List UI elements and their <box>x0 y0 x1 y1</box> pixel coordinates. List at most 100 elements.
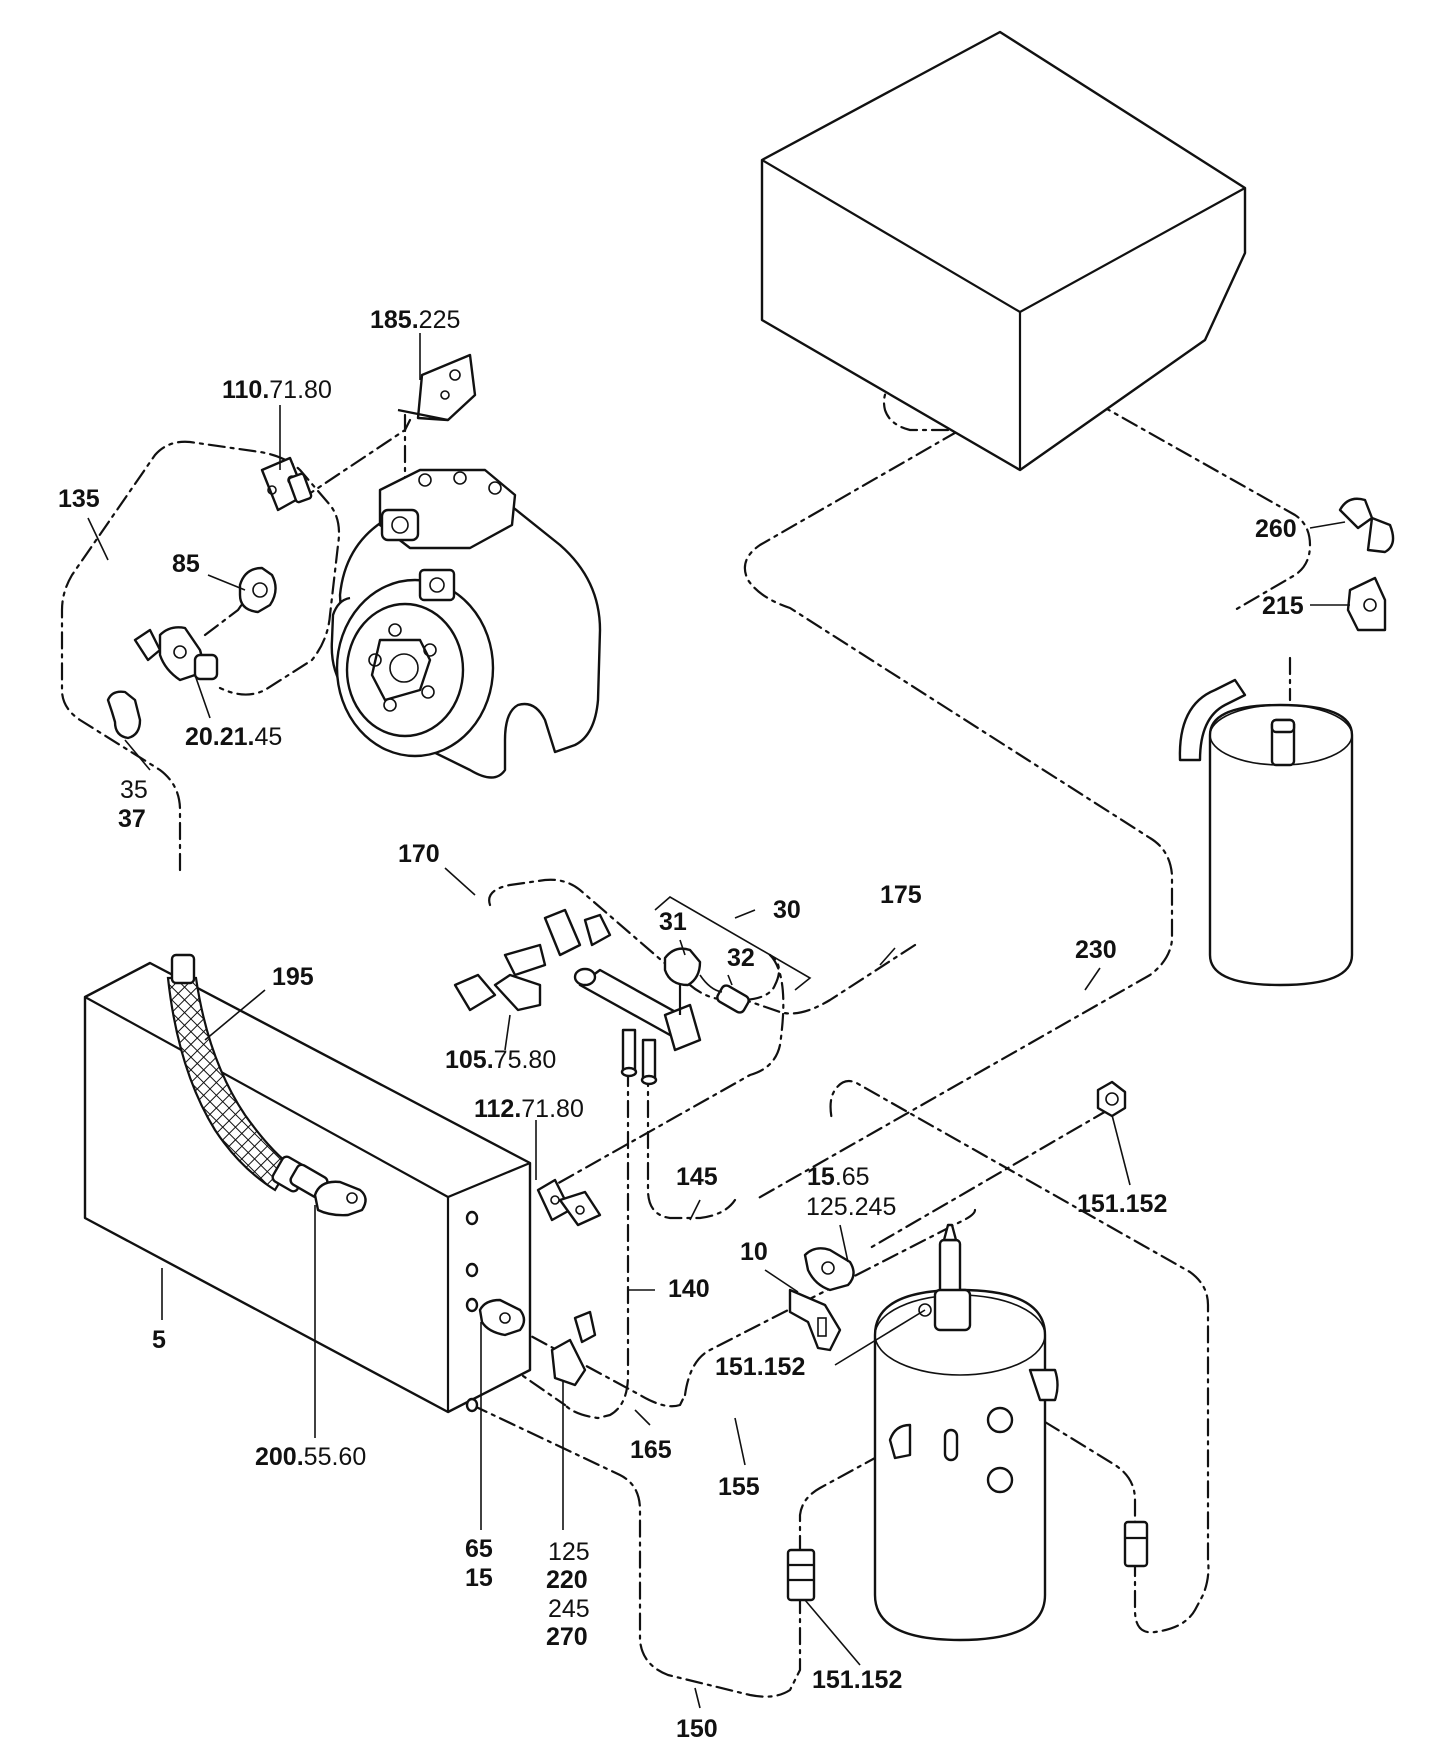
label-112: 112. <box>474 1095 521 1123</box>
receiver-tank <box>873 1223 1059 1642</box>
bracket-10 <box>788 1288 842 1352</box>
svg-text:65: 65 <box>465 1535 493 1563</box>
service-valve-right <box>1123 1520 1149 1568</box>
pipe-145 <box>646 1068 737 1220</box>
label-165: 165 <box>630 1436 672 1464</box>
clamp-125 <box>550 1310 597 1387</box>
svg-text:31: 31 <box>659 908 687 936</box>
label-195: 195 <box>272 963 314 991</box>
svg-text:260: 260 <box>1255 515 1297 543</box>
group-bracket-30 <box>654 896 812 991</box>
svg-text:125.245: 125.245 <box>806 1193 896 1221</box>
label-245: 245 <box>548 1595 590 1623</box>
label-260: 260 <box>1255 515 1297 543</box>
svg-text:185.225: 185.225 <box>370 306 460 334</box>
svg-text:230: 230 <box>1075 936 1117 964</box>
expansion-valve <box>573 947 750 1086</box>
label-15-65: 15 <box>807 1163 835 1191</box>
pipe-135 <box>60 440 341 872</box>
label-20-21: 20.21. <box>185 723 255 751</box>
svg-text:145: 145 <box>676 1163 718 1191</box>
mounting-bracket <box>397 353 477 422</box>
clamp-260 <box>1338 497 1395 554</box>
svg-text:200.55.60: 200.55.60 <box>255 1443 366 1471</box>
clamp-65 <box>478 1298 526 1337</box>
svg-text:270: 270 <box>546 1623 588 1651</box>
svg-text:85: 85 <box>172 550 200 578</box>
nut-151-top <box>1096 1080 1127 1118</box>
label-85: 85 <box>172 550 200 578</box>
label-270: 270 <box>546 1623 588 1651</box>
pipe-150 <box>470 1403 802 1698</box>
label-105: 105. <box>445 1046 494 1074</box>
label-151-152-bottom: 151.152 <box>812 1666 902 1694</box>
label-125: 125 <box>548 1538 590 1566</box>
svg-text:112.71.80: 112.71.80 <box>474 1095 584 1123</box>
label-170: 170 <box>398 840 440 868</box>
label-5: 5 <box>152 1326 166 1354</box>
svg-text:37: 37 <box>118 805 146 833</box>
svg-text:32: 32 <box>727 944 755 972</box>
label-20-sub: 45 <box>255 723 283 751</box>
compressor <box>330 468 602 779</box>
clamp-105 <box>453 908 612 1012</box>
svg-text:5: 5 <box>152 1326 166 1354</box>
svg-text:30: 30 <box>773 896 801 924</box>
svg-text:140: 140 <box>668 1275 710 1303</box>
label-151-152-top: 151.152 <box>1077 1190 1167 1218</box>
label-185-sub: 225 <box>419 306 461 334</box>
label-155: 155 <box>718 1473 760 1501</box>
label-31: 31 <box>659 908 687 936</box>
label-30: 30 <box>773 896 801 924</box>
pipe-175 <box>743 943 917 1015</box>
receiver-dryer <box>1178 678 1354 987</box>
svg-text:215: 215 <box>1262 592 1304 620</box>
service-valve-left <box>786 1548 816 1602</box>
pipe-receiver-outlet <box>1043 1420 1137 1527</box>
pipe-165b <box>503 1320 687 1408</box>
label-15: 15 <box>465 1564 493 1592</box>
label-151-152-mid: 151.152 <box>715 1353 805 1381</box>
pipe-140 <box>563 1068 630 1420</box>
elbow-35 <box>106 690 142 740</box>
pipe-230 <box>743 313 1174 1202</box>
svg-text:15: 15 <box>465 1564 493 1592</box>
label-145: 145 <box>676 1163 718 1191</box>
label-65: 65 <box>465 1535 493 1563</box>
label-112-sub: 71.80 <box>521 1095 584 1123</box>
fitting-20 <box>133 626 219 682</box>
bracket-110 <box>260 456 313 512</box>
gasket-85 <box>238 566 277 614</box>
flex-hose <box>166 953 329 1199</box>
svg-text:220: 220 <box>546 1566 588 1594</box>
svg-text:245: 245 <box>548 1595 590 1623</box>
svg-text:195: 195 <box>272 963 314 991</box>
pipe-to-nut <box>868 1108 1110 1250</box>
callout-labels: 185.225 110.71.80 135 85 20.21.45 35 37 … <box>58 306 1304 1743</box>
svg-text:151.152: 151.152 <box>715 1353 805 1381</box>
svg-text:150: 150 <box>676 1715 718 1743</box>
pipe-condenser-to-dryer <box>1092 373 1312 612</box>
svg-text:15.65: 15.65 <box>807 1163 870 1191</box>
clamp-112 <box>536 1178 602 1227</box>
clamp-215 <box>1346 576 1387 632</box>
label-220: 220 <box>546 1566 588 1594</box>
pipe-receiver-return <box>829 1079 1210 1634</box>
svg-text:110.71.80: 110.71.80 <box>222 376 332 404</box>
hose-clamp <box>313 1180 367 1217</box>
label-37: 37 <box>118 805 146 833</box>
clamp-125-245 <box>803 1247 855 1292</box>
label-175: 175 <box>880 881 922 909</box>
svg-text:105.75.80: 105.75.80 <box>445 1046 556 1074</box>
label-10: 10 <box>740 1238 768 1266</box>
svg-text:10: 10 <box>740 1238 768 1266</box>
svg-text:165: 165 <box>630 1436 672 1464</box>
svg-text:20.21.45: 20.21.45 <box>185 723 282 751</box>
label-110-sub: 71.80 <box>269 376 332 404</box>
label-125-245: 125.245 <box>806 1193 896 1221</box>
svg-text:135: 135 <box>58 485 100 513</box>
pipe-valve-return <box>553 953 785 1187</box>
label-230: 230 <box>1075 936 1117 964</box>
label-150: 150 <box>676 1715 718 1743</box>
